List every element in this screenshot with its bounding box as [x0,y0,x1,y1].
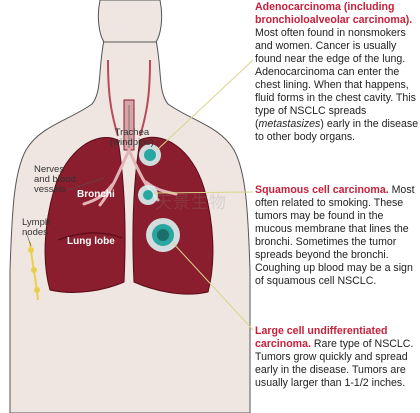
torso-silhouette [9,39,251,413]
nerves-pointer [67,177,105,191]
section-title: Squamous cell carcinoma. [255,184,389,196]
lymph-pointer [25,231,32,247]
section-title: Adenocarcinoma (including bronchioloalve… [255,1,413,26]
section-body: Most often related to smoking. These tum… [255,184,415,287]
section-body-italic: metastasizes [258,118,321,130]
squamous-tumor [143,190,153,200]
bronchi-tree [82,148,178,207]
lymph-node [31,267,37,273]
left-lung [44,136,126,293]
lung-lobe-label: Lung lobe [67,236,115,247]
section-title: Large cell undifferentiated carcinoma. [255,325,388,350]
bronchi-label: Bronchi [77,189,115,200]
section-body: Most often found in nonsmokers and women… [255,27,416,130]
lymph-node [28,247,34,253]
right-lung [132,136,214,295]
adenocarcinoma-tumor [144,149,156,161]
leader-line-squamous [153,191,254,194]
watermark: 天景生物 [155,193,227,212]
head-silhouette [97,0,163,43]
section-body-end: ) early in the disease to other body org… [255,118,419,143]
leader-line-large-cell [172,242,254,331]
nerves-label: Nerves and blood vessels [34,164,76,195]
section-large-cell: Large cell undifferentiated carcinoma. R… [255,325,420,390]
blood-vessels [107,59,151,137]
lymph-label: Lymph nodes [22,217,51,238]
lymph-node [34,287,40,293]
section-adenocarcinoma: Adenocarcinoma (including bronchioloalve… [255,1,420,144]
section-body: Rare type of NSCLC. Tumors grow quickly … [255,338,414,389]
section-squamous: Squamous cell carcinoma. Most often rela… [255,184,420,288]
large-cell-tumor-core [157,229,169,241]
leader-line-adenocarcinoma [156,59,254,151]
lung-anatomy-illustration [9,0,254,413]
lung-lobe-fissure [57,232,123,241]
trachea-label: Trachea (windpipe) [110,127,154,148]
